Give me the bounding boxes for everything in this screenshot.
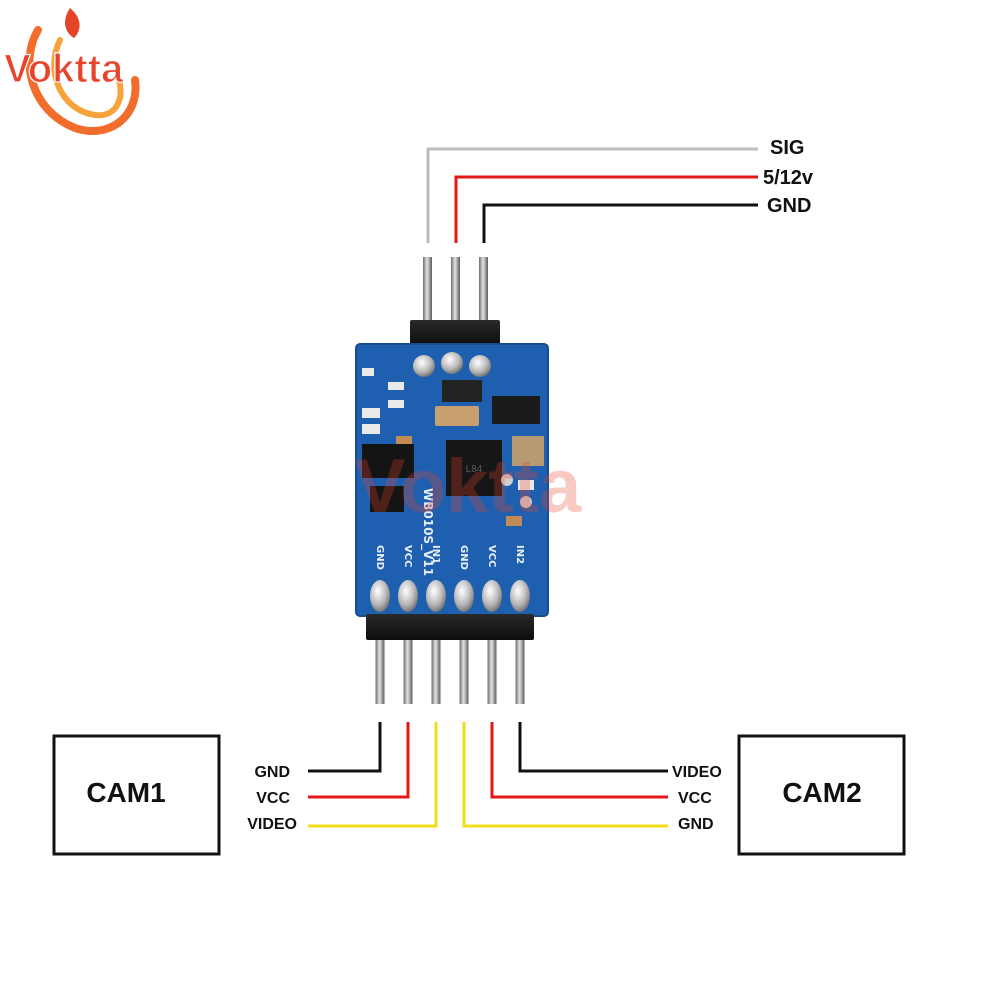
bottom-pin [375, 640, 385, 704]
pin-label-5: VCC [486, 545, 497, 567]
bottom-pin [515, 640, 525, 704]
gnd-wire [482, 203, 758, 243]
ic-marking: L84 [466, 464, 483, 475]
cam2-box [737, 734, 906, 856]
pin-label-2: VCC [402, 545, 413, 567]
logo-flame [65, 8, 80, 38]
power-wire [454, 175, 758, 243]
smd-resistor [388, 400, 404, 408]
cam2-video-wire [518, 722, 668, 773]
pin-labels: GND VCC IN1 GND VCC IN2 [374, 545, 525, 570]
tantalum-cap [512, 436, 544, 466]
cam1-box [52, 734, 221, 856]
main-ic [446, 440, 502, 496]
pad [413, 355, 435, 377]
smd-resistor [362, 368, 374, 376]
cam1-gnd-wire [308, 722, 382, 773]
sig-wire [426, 147, 758, 243]
regulator-chip [492, 396, 540, 424]
capacitor [435, 406, 479, 426]
sig-label: SIG [770, 137, 804, 159]
cam1-video-wire [308, 722, 438, 828]
top-pin [451, 257, 460, 323]
pin-label-3: IN1 [430, 545, 441, 564]
logo-swirl-inner [51, 37, 124, 119]
bottom-pin [431, 640, 441, 704]
cam2-vcc-wire [490, 722, 668, 799]
pin-label-4: GND [458, 545, 469, 570]
top-wires: SIG 5/12v GND [426, 137, 814, 243]
gnd-label: GND [767, 195, 811, 217]
logo-swirl-outer [25, 26, 140, 136]
bottom-pin [403, 640, 413, 704]
cam1-video-label: VIDEO [247, 816, 297, 833]
bottom-pad [398, 580, 418, 612]
smd-resistor [388, 382, 404, 390]
smd-resistor [362, 424, 380, 434]
cam1-gnd-label: GND [254, 764, 290, 781]
brand-logo: Voktta [3, 8, 140, 136]
cam2-gnd-label: GND [678, 816, 714, 833]
pcb-board: L84 WB010S_V11 GND VCC IN1 GND VCC IN2 [355, 343, 549, 617]
board-model-label: WB010S_V11 [420, 488, 435, 576]
smd-cap [506, 516, 522, 526]
pad [441, 352, 463, 374]
bottom-header [366, 614, 534, 704]
pad [469, 355, 491, 377]
switch-chip [362, 444, 414, 478]
logo-text: Voktta [4, 47, 124, 91]
bottom-pad [426, 580, 446, 612]
cam1-vcc-wire [308, 722, 410, 799]
watermark: Voktta [355, 444, 582, 529]
cam2-label: CAM2 [782, 777, 861, 808]
cam2-block: CAM2 VIDEO VCC GND [672, 734, 906, 856]
small-chip [370, 486, 404, 512]
bottom-pad [454, 580, 474, 612]
smd-resistor [518, 480, 534, 490]
bottom-pad [482, 580, 502, 612]
bottom-pad [510, 580, 530, 612]
top-pin [479, 257, 488, 323]
cam1-vcc-label: VCC [256, 790, 290, 807]
bottom-header-housing [366, 614, 534, 640]
top-pin [423, 257, 432, 323]
cam1-label: CAM1 [86, 777, 165, 808]
power-label: 5/12v [763, 167, 814, 189]
bottom-pads [370, 580, 530, 612]
smd-cap [396, 436, 412, 444]
via [501, 474, 513, 486]
pin-label-1: GND [374, 545, 385, 570]
bottom-pad [370, 580, 390, 612]
cam2-gnd-wire [462, 722, 668, 828]
cam1-block: CAM1 GND VCC VIDEO [52, 734, 297, 856]
cam2-video-label: VIDEO [672, 764, 722, 781]
bottom-pin [459, 640, 469, 704]
via [520, 496, 532, 508]
cam2-vcc-label: VCC [678, 790, 712, 807]
bottom-pin [487, 640, 497, 704]
top-header [410, 257, 500, 346]
diode [442, 380, 482, 402]
bottom-wires [308, 722, 668, 828]
top-header-housing [410, 320, 500, 346]
smd-resistor [362, 408, 380, 418]
pin-label-6: IN2 [514, 545, 525, 564]
